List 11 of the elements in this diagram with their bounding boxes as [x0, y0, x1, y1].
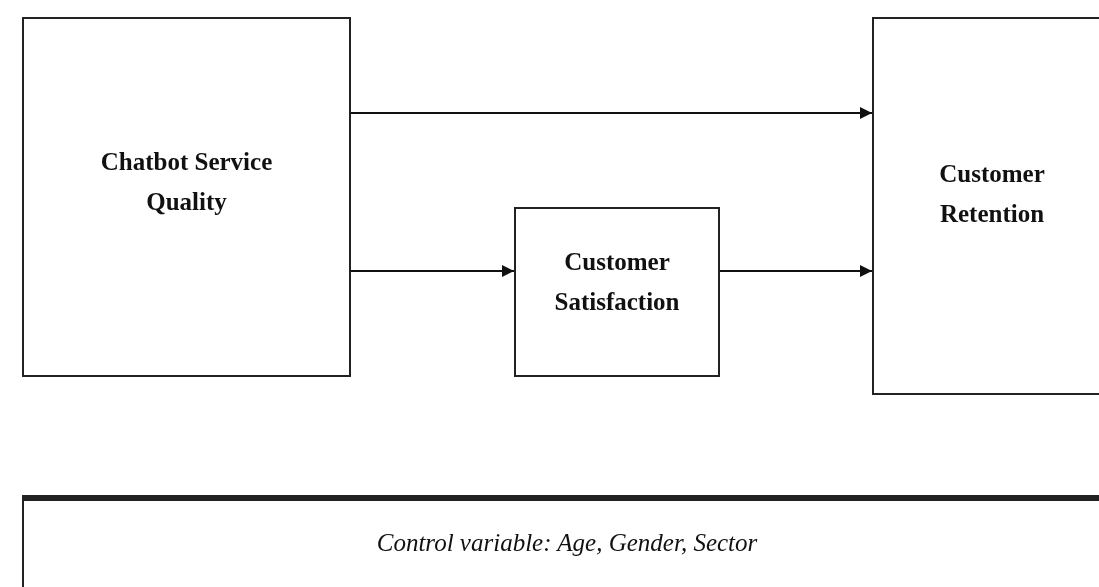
construct-box — [872, 17, 1099, 395]
arrow — [719, 265, 873, 277]
node-label: Customer Satisfaction — [553, 247, 681, 317]
node-label: Control variable: Age, Gender, Sector — [376, 528, 758, 558]
control-variable-box — [22, 495, 1099, 587]
arrow — [350, 265, 515, 277]
node-label: Customer Retention — [938, 158, 1046, 229]
node-label: Chatbot Service Quality — [99, 147, 274, 217]
construct-box — [22, 17, 351, 377]
construct-box — [514, 207, 720, 377]
arrow — [350, 107, 873, 119]
